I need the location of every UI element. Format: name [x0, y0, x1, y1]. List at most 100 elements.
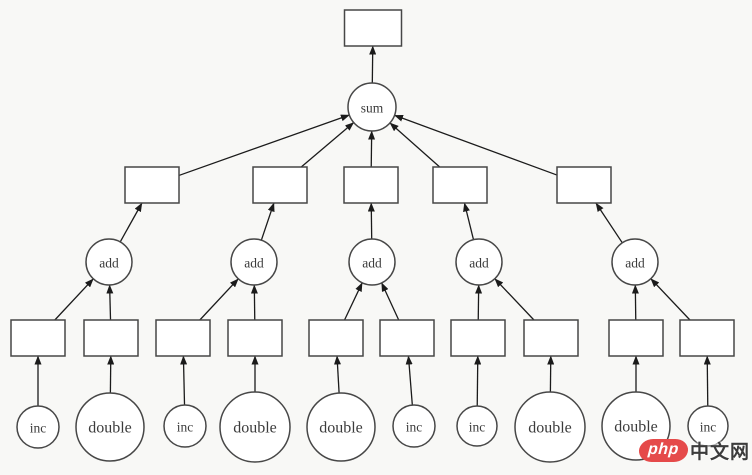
data-box-shape [679, 319, 735, 357]
data-box-shape [83, 319, 139, 357]
edge-c8-to-a4 [494, 278, 535, 321]
node-double-d1: double [75, 392, 145, 462]
node-label: add [469, 256, 489, 271]
data-box-shape [227, 319, 283, 357]
node-box-c10 [679, 319, 735, 357]
node-inc-i4: inc [456, 405, 498, 447]
task-circle-shape [348, 238, 396, 286]
node-box-c9 [608, 319, 664, 357]
node-inc-i5: inc [687, 405, 729, 447]
node-label: inc [177, 420, 194, 435]
node-box-c7 [450, 319, 506, 357]
node-inc-i1: inc [16, 405, 60, 449]
data-box-shape [450, 319, 506, 357]
task-circle-shape [85, 238, 133, 286]
task-circle-shape [455, 238, 503, 286]
data-box-shape [308, 319, 364, 357]
task-circle-shape [306, 392, 376, 462]
data-box-shape [10, 319, 66, 357]
edge-c5-to-a3 [343, 282, 363, 321]
node-box-c3 [155, 319, 211, 357]
task-circle-shape [687, 405, 729, 447]
node-box-c1 [10, 319, 66, 357]
node-add-a3: add [348, 238, 396, 286]
edge-c6-to-a3 [381, 282, 400, 321]
data-box-shape [252, 166, 308, 204]
edge-d3-to-c5 [333, 355, 341, 394]
node-box-c6 [379, 319, 435, 357]
node-label: double [88, 420, 132, 437]
task-circle-shape [163, 404, 207, 448]
edge-a4-to-b4 [463, 202, 475, 240]
task-circle-shape [219, 391, 291, 463]
node-box-b2 [252, 166, 308, 204]
node-add-a2: add [230, 238, 278, 286]
edge-a2-to-b2 [260, 202, 275, 241]
task-circle-shape [75, 392, 145, 462]
edge-i2-to-c3 [180, 355, 188, 406]
node-double-d3: double [306, 392, 376, 462]
node-label: add [99, 256, 119, 271]
node-double-d4: double [514, 391, 586, 463]
task-circle-shape [456, 405, 498, 447]
node-sum-sum: sum [347, 82, 397, 132]
php-logo: php [638, 439, 689, 462]
node-label: sum [361, 101, 384, 116]
node-add-a5: add [611, 238, 659, 286]
data-box-shape [343, 9, 403, 47]
node-label: inc [406, 420, 423, 435]
edge-a1-to-b1 [119, 202, 143, 243]
node-box-b5 [556, 166, 612, 204]
data-box-shape [523, 319, 579, 357]
node-label: add [244, 256, 264, 271]
node-label: double [233, 420, 277, 437]
edge-i4-to-c7 [474, 355, 482, 407]
node-label: double [528, 420, 572, 437]
edge-c3-to-a2 [199, 278, 239, 321]
data-box-shape [343, 166, 399, 204]
edge-b4-to-sum [389, 122, 441, 168]
nodes-layer: sum add add add add add inc double inc double doub… [10, 9, 735, 463]
task-circle-shape [16, 405, 60, 449]
node-add-a1: add [85, 238, 133, 286]
edge-i5-to-c10 [703, 355, 711, 407]
watermark-site-text: 中文网 [689, 442, 750, 463]
data-box-shape [155, 319, 211, 357]
node-inc-i3: inc [392, 404, 436, 448]
data-box-shape [556, 166, 612, 204]
edge-i3-to-c6 [405, 355, 413, 406]
node-label: inc [30, 421, 47, 436]
edge-b5-to-sum [394, 114, 558, 176]
data-box-shape [608, 319, 664, 357]
node-box-out [343, 9, 403, 47]
data-box-shape [379, 319, 435, 357]
data-box-shape [432, 166, 488, 204]
node-box-c4 [227, 319, 283, 357]
node-label: inc [469, 420, 486, 435]
node-box-c5 [308, 319, 364, 357]
node-label: double [614, 419, 658, 436]
node-inc-i2: inc [163, 404, 207, 448]
task-circle-shape [392, 404, 436, 448]
node-box-c2 [83, 319, 139, 357]
task-circle-shape [514, 391, 586, 463]
node-label: inc [700, 420, 717, 435]
watermark: php 中文网 [638, 437, 750, 464]
edge-c2-to-a1 [106, 284, 114, 321]
node-label: add [362, 256, 382, 271]
node-box-b4 [432, 166, 488, 204]
edge-c10-to-a5 [650, 278, 691, 321]
edge-c1-to-a1 [54, 278, 94, 321]
node-box-c8 [523, 319, 579, 357]
node-box-b1 [124, 166, 180, 204]
edge-b1-to-sum [178, 114, 350, 177]
node-double-d2: double [219, 391, 291, 463]
node-label: add [625, 256, 645, 271]
data-box-shape [124, 166, 180, 204]
node-box-b3 [343, 166, 399, 204]
task-circle-shape [611, 238, 659, 286]
task-circle-shape [347, 82, 397, 132]
task-circle-shape [230, 238, 278, 286]
